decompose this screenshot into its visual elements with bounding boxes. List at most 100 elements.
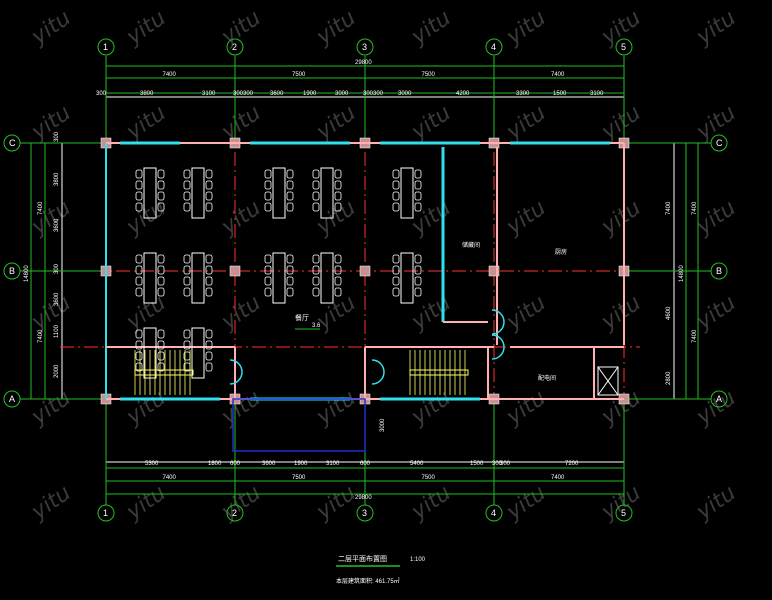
dimension-top-bay: 7400 [551, 72, 565, 78]
dimension-top-detail: 3100 [590, 91, 604, 97]
chair [135, 362, 143, 372]
watermark-text: yitu [216, 196, 265, 241]
watermark-text: yitu [216, 386, 265, 431]
dimension-top-bay: 7500 [422, 72, 436, 78]
chair [205, 265, 213, 275]
chair [157, 351, 165, 361]
chair [135, 202, 143, 212]
axis-bubble [615, 504, 633, 522]
watermark-text: yitu [596, 291, 645, 336]
dimension-left-detail: 3600 [54, 218, 60, 232]
watermark-text: yitu [26, 101, 75, 146]
watermark-text: yitu [501, 6, 550, 51]
dimension-bottom-detail: 300 [492, 461, 503, 467]
dining-table [400, 167, 414, 219]
dimension-right-detail: 2800 [666, 371, 672, 385]
watermark-text: yitu [311, 6, 360, 51]
dining-table [191, 167, 205, 219]
watermark-text: yitu [596, 386, 645, 431]
chair [414, 202, 422, 212]
dimension-right-detail: 4600 [666, 306, 672, 320]
dimension-left-detail: 300 [54, 131, 60, 142]
chair [312, 254, 320, 264]
dimension-bottom-detail: 1500 [470, 461, 484, 467]
watermark-text: yitu [311, 481, 360, 526]
chair [414, 265, 422, 275]
chair [392, 169, 400, 179]
dimension-top-detail: 3800 [140, 91, 154, 97]
dining-table [320, 252, 334, 304]
dimension-bottom-bay: 7500 [422, 475, 436, 481]
axis-bubble [710, 390, 728, 408]
chair [157, 287, 165, 297]
dimension-bottom-bay: 7400 [551, 475, 565, 481]
chair [264, 254, 272, 264]
chair [135, 351, 143, 361]
axis-label: 1 [103, 508, 108, 518]
chair [392, 191, 400, 201]
chair [135, 265, 143, 275]
room-label-electrical: 配电间 [538, 374, 556, 382]
elevation-value: 3.6 [312, 323, 321, 329]
dimension-bottom-detail: 300 [500, 461, 511, 467]
axis-bubble [356, 504, 374, 522]
chair [135, 340, 143, 350]
dimension-top-detail: 1500 [553, 91, 567, 97]
room-label-storage: 储藏间 [462, 241, 480, 249]
door-swing [491, 309, 505, 335]
stair-handrail [409, 369, 469, 376]
watermark-text: yitu [691, 291, 740, 336]
watermark-text: yitu [26, 291, 75, 336]
watermark-text: yitu [691, 481, 740, 526]
chair [392, 254, 400, 264]
chair [183, 265, 191, 275]
chair [157, 169, 165, 179]
axis-bubble [485, 504, 503, 522]
axis-bubble [97, 38, 115, 56]
watermark-text: yitu [406, 291, 455, 336]
chair [286, 287, 294, 297]
watermark-text: yitu [406, 6, 455, 51]
stair-handrail [134, 369, 194, 376]
chair [183, 202, 191, 212]
chair [135, 254, 143, 264]
chair [312, 265, 320, 275]
door-swing [491, 334, 505, 360]
axis-label: 4 [491, 508, 496, 518]
chair [205, 351, 213, 361]
chair [264, 202, 272, 212]
chair [205, 202, 213, 212]
chair [334, 276, 342, 286]
walls [100, 137, 630, 452]
chair [334, 202, 342, 212]
dimension-left-bay: 7400 [38, 201, 44, 215]
axis-label: 5 [621, 42, 626, 52]
chair [312, 202, 320, 212]
drawing-scale: 1:100 [410, 557, 426, 563]
chair [264, 287, 272, 297]
watermark-text: yitu [216, 101, 265, 146]
axis-label: 2 [232, 42, 237, 52]
chair [205, 254, 213, 264]
chair [264, 276, 272, 286]
room-label-dining: 餐厅 [295, 313, 309, 322]
chair [183, 180, 191, 190]
watermark-text: yitu [26, 481, 75, 526]
axis-bubble [226, 38, 244, 56]
watermark-text: yitu [691, 196, 740, 241]
chair [286, 254, 294, 264]
area-note: 本层建筑面积: 461.75㎡ [336, 577, 400, 585]
chair [157, 180, 165, 190]
chair [205, 329, 213, 339]
dimension-bottom-detail: 600 [230, 461, 241, 467]
dimension-top-detail: 300 [233, 91, 244, 97]
chair [135, 191, 143, 201]
chair [286, 169, 294, 179]
watermark-text: yitu [691, 6, 740, 51]
chair [312, 191, 320, 201]
watermark-text: yitu [121, 291, 170, 336]
chair [205, 340, 213, 350]
watermark-text: yitu [501, 386, 550, 431]
chair [135, 169, 143, 179]
dimension-bottom-detail: 1800 [208, 461, 222, 467]
